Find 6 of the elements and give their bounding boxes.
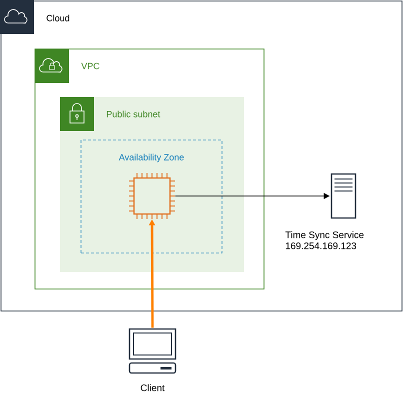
chip-icon: [128, 172, 176, 220]
node-label: Time Sync Service 169.254.169.123: [285, 231, 364, 250]
group-box: Availability Zone: [80, 140, 222, 254]
server-icon: [330, 173, 356, 219]
computer-icon: [128, 328, 176, 374]
node-label: Client: [140, 384, 165, 392]
